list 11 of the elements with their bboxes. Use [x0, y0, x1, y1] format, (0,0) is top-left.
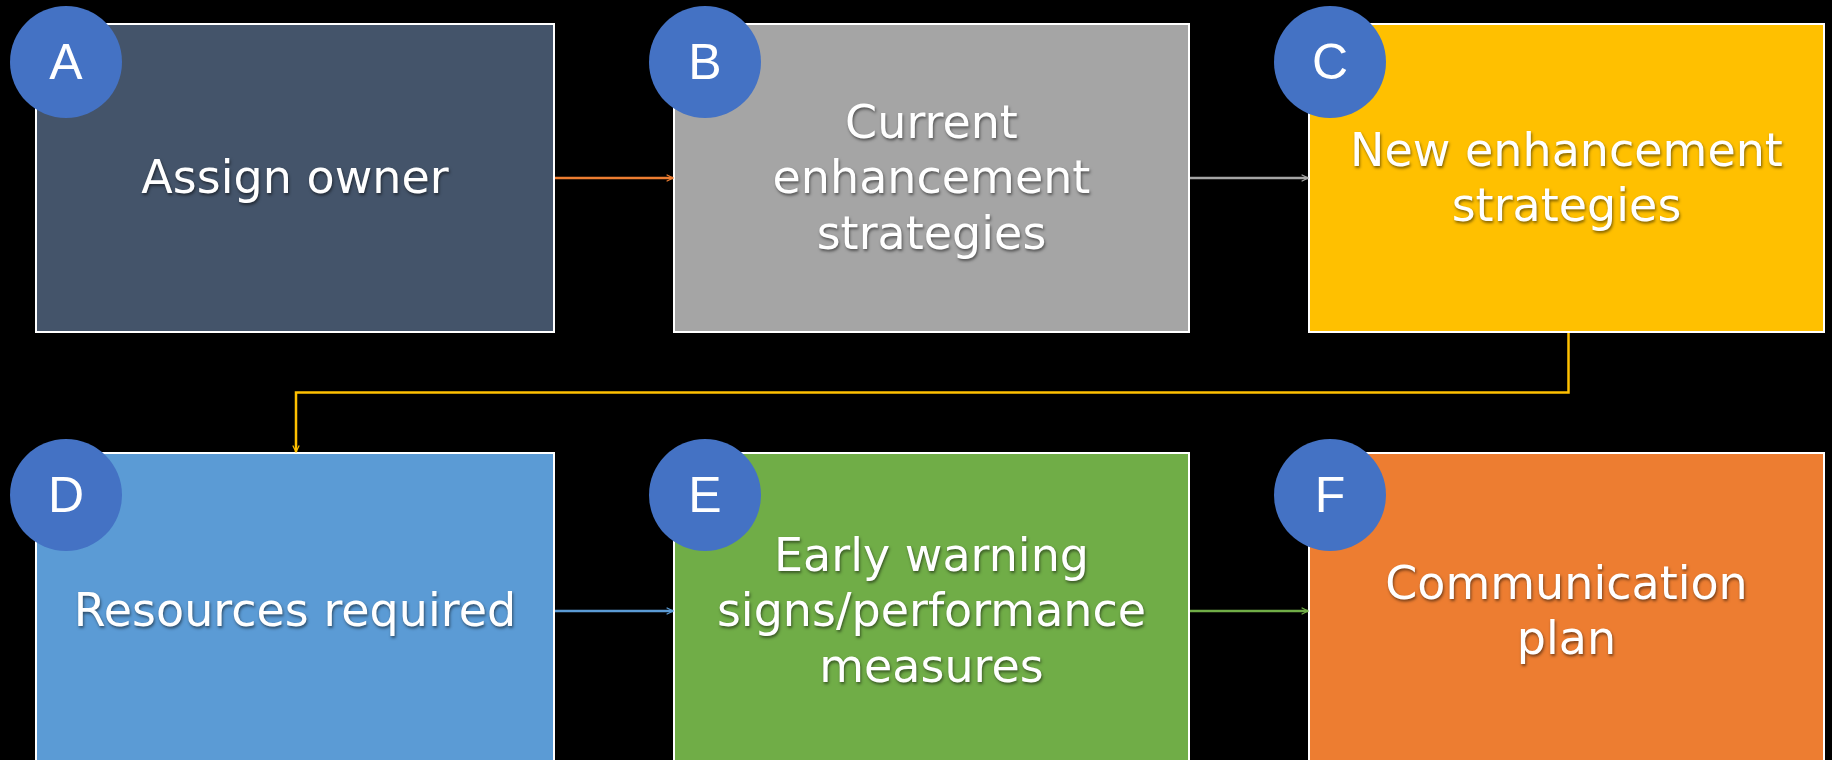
step-letter-circle: E: [649, 439, 761, 551]
arrow: [555, 607, 674, 615]
step-letter-circle: B: [649, 6, 761, 118]
step-letter-circle: C: [1274, 6, 1386, 118]
step-letter-circle: A: [10, 6, 122, 118]
arrow: [292, 333, 1570, 453]
arrow: [1190, 607, 1309, 615]
arrow: [555, 174, 674, 182]
step-letter-circle: F: [1274, 439, 1386, 551]
arrow: [1190, 174, 1309, 182]
step-letter-circle: D: [10, 439, 122, 551]
